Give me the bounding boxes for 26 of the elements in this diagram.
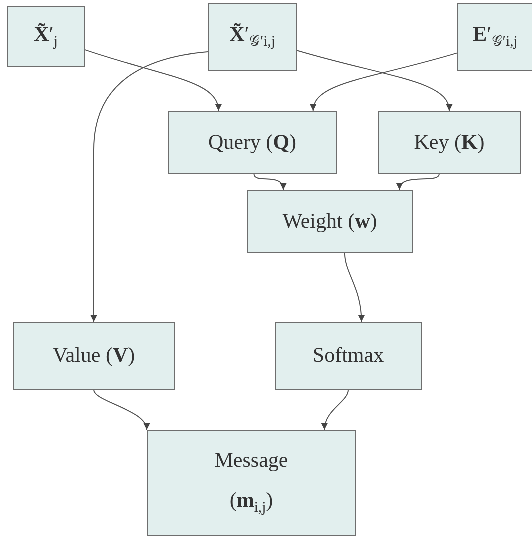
box-label: Weight (w) (282, 208, 378, 234)
arrow (90, 51, 208, 322)
arrow (322, 390, 349, 430)
process-box (168, 111, 337, 174)
box-label: Key (K) (414, 130, 485, 156)
box-label: X̃′$_{j}$ (34, 22, 58, 52)
box-label: Softmax (312, 343, 384, 369)
arrow (311, 52, 458, 112)
box-label: Message (214, 448, 288, 474)
arrow (296, 50, 452, 112)
process-box (275, 322, 422, 390)
process-box (247, 190, 413, 253)
arrow (254, 174, 286, 190)
arrow (94, 390, 149, 430)
arrow (84, 49, 222, 112)
process-box (13, 322, 175, 390)
arrow (398, 174, 440, 190)
box-label: Query (Q) (208, 130, 297, 156)
process-box (457, 3, 532, 71)
process-box (7, 6, 85, 67)
process-box (147, 430, 356, 536)
arrow (344, 252, 365, 322)
process-box (208, 3, 297, 71)
process-box (378, 111, 521, 174)
box-sublabel: (m$_{i,j}$) (230, 488, 274, 518)
box-label: Value (V) (52, 343, 136, 369)
